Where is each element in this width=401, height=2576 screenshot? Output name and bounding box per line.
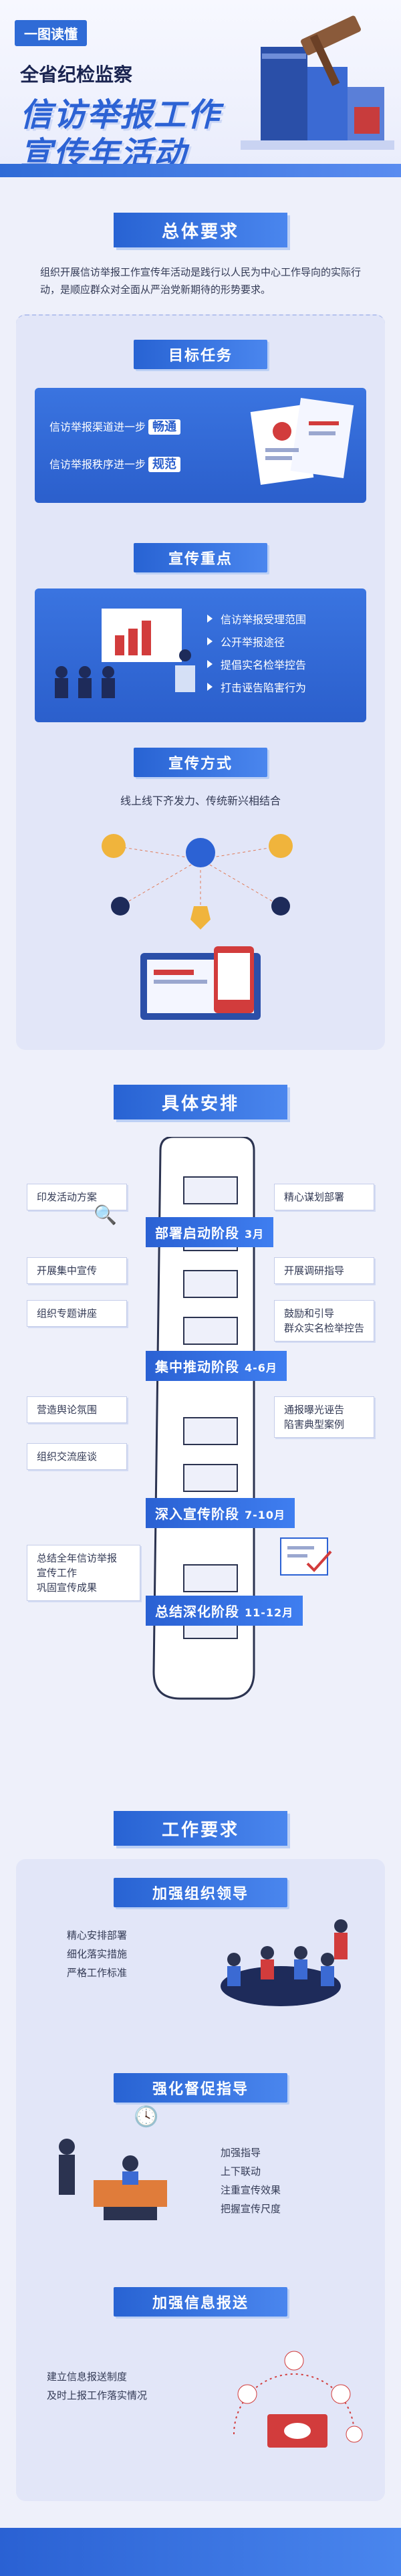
goal-item-2-text: 信访举报秩序进一步	[49, 458, 146, 471]
title-line-1: 信访举报工作	[20, 96, 221, 134]
header-stripe	[0, 164, 401, 177]
focus-card: 信访举报受理范围 公开举报途径 提倡实名检举控告 打击诬告陷害行为	[35, 588, 366, 722]
schedule-left-box: 营造舆论氛围	[27, 1396, 127, 1423]
stage-4: 总结深化阶段 11-12月	[146, 1596, 303, 1626]
focus-item: 提倡实名检举控告	[207, 653, 306, 675]
schedule-right-box: 鼓励和引导 群众实名检举控告	[274, 1300, 374, 1341]
schedule-left-box: 开展集中宣传	[27, 1257, 127, 1284]
stage-3: 深入宣传阶段 7-10月	[146, 1498, 295, 1528]
document-scroll-illustration	[152, 1137, 255, 1700]
focus-list: 信访举报受理范围 公开举报途径 提倡实名检举控告 打击诬告陷害行为	[207, 607, 306, 698]
work-heading-report: 加强信息报送	[114, 2287, 287, 2317]
header-tag: 一图读懂	[15, 20, 87, 46]
work-supervise-line: 加强指导	[221, 2147, 261, 2159]
methods-text: 线上线下齐发力、传统新兴相结合	[120, 794, 281, 807]
section-heading-methods: 宣传方式	[134, 748, 267, 777]
books-gavel-illustration	[241, 15, 394, 150]
focus-item: 打击诬告陷害行为	[207, 675, 306, 698]
stage-4-label: 总结深化阶段	[155, 1604, 239, 1620]
cloud-report-illustration	[233, 2351, 363, 2448]
goals-card: 信访举报渠道进一步畅通 信访举报秩序进一步规范	[35, 388, 366, 503]
stage-2-label: 集中推动阶段	[155, 1359, 239, 1375]
magnifier-icon: 🔍	[94, 1204, 117, 1226]
stage-1-label: 部署启动阶段	[155, 1225, 239, 1241]
section-heading-overall: 总体要求	[114, 213, 287, 247]
documents-illustration	[250, 397, 354, 486]
checklist-icon	[280, 1537, 332, 1576]
footer-band	[0, 2528, 401, 2576]
focus-item-text: 公开举报途径	[221, 636, 285, 649]
work-report-line: 建立信息报送制度	[47, 2371, 128, 2383]
focus-item-text: 提倡实名检举控告	[221, 659, 307, 671]
schedule-right-box: 精心谋划部署	[274, 1184, 374, 1210]
goal-item-1-text: 信访举报渠道进一步	[49, 421, 146, 433]
stage-2-period: 4-6月	[244, 1362, 277, 1374]
focus-item-text: 信访举报受理范围	[221, 613, 307, 626]
stage-1: 部署启动阶段 3月	[146, 1217, 274, 1247]
work-org-line: 精心安排部署	[67, 1929, 128, 1941]
goal-item-1-highlight: 畅通	[148, 419, 181, 435]
meeting-illustration	[221, 1919, 348, 2006]
work-org-line: 严格工作标准	[67, 1967, 128, 1979]
work-heading-org: 加强组织领导	[114, 1878, 287, 1907]
stage-1-period: 3月	[244, 1228, 265, 1241]
schedule-left-box: 组织专题讲座	[27, 1300, 127, 1327]
presentation-illustration	[55, 609, 195, 698]
focus-item-text: 打击诬告陷害行为	[221, 681, 307, 694]
section-heading-work: 工作要求	[114, 1811, 287, 1846]
focus-item: 公开举报途径	[207, 630, 306, 653]
network-illustration	[102, 834, 293, 1020]
work-supervise-line: 把握宣传尺度	[221, 2203, 281, 2215]
schedule-left-box: 组织交流座谈	[27, 1443, 127, 1470]
work-supervise-line: 上下联动	[221, 2165, 261, 2177]
work-report-line: 及时上报工作落实情况	[47, 2389, 148, 2401]
supervision-illustration	[59, 2139, 167, 2220]
overall-text: 组织开展信访举报工作宣传年活动是践行以人民为中心工作导向的实际行动，是顺应群众对…	[40, 266, 362, 296]
stage-4-period: 11-12月	[244, 1606, 294, 1619]
stage-2: 集中推动阶段 4-6月	[146, 1351, 287, 1381]
work-org-line: 细化落实措施	[67, 1948, 128, 1960]
section-heading-focus: 宣传重点	[134, 543, 267, 572]
goal-item-1: 信访举报渠道进一步畅通	[49, 417, 181, 435]
header-org: 全省纪检监察	[20, 64, 133, 86]
work-org-lines: 精心安排部署 细化落实措施 严格工作标准	[67, 1926, 127, 1982]
goal-item-2: 信访举报秩序进一步规范	[49, 455, 181, 472]
section-heading-goals: 目标任务	[134, 340, 267, 369]
header-banner: 一图读懂 全省纪检监察 信访举报工作 宣传年活动	[0, 0, 401, 177]
work-supervise-line: 注重宣传效果	[221, 2184, 281, 2196]
focus-item: 信访举报受理范围	[207, 607, 306, 630]
section-heading-schedule: 具体安排	[114, 1085, 287, 1119]
work-supervise-lines: 加强指导 上下联动 注重宣传效果 把握宣传尺度	[221, 2143, 281, 2218]
schedule-right-box: 通报曝光诬告 陷害典型案例	[274, 1396, 374, 1438]
stage-3-period: 7-10月	[244, 1509, 286, 1521]
work-report-lines: 建立信息报送制度 及时上报工作落实情况	[47, 2367, 147, 2405]
goal-item-2-highlight: 规范	[148, 457, 181, 472]
schedule-left-box: 印发活动方案	[27, 1184, 127, 1210]
work-heading-supervise: 强化督促指导	[114, 2073, 287, 2103]
schedule-right-box: 开展调研指导	[274, 1257, 374, 1284]
stage-3-label: 深入宣传阶段	[155, 1506, 239, 1522]
schedule-left-box: 总结全年信访举报 宣传工作 巩固宣传成果	[27, 1545, 140, 1601]
clock-icon: 🕓	[134, 2105, 159, 2129]
